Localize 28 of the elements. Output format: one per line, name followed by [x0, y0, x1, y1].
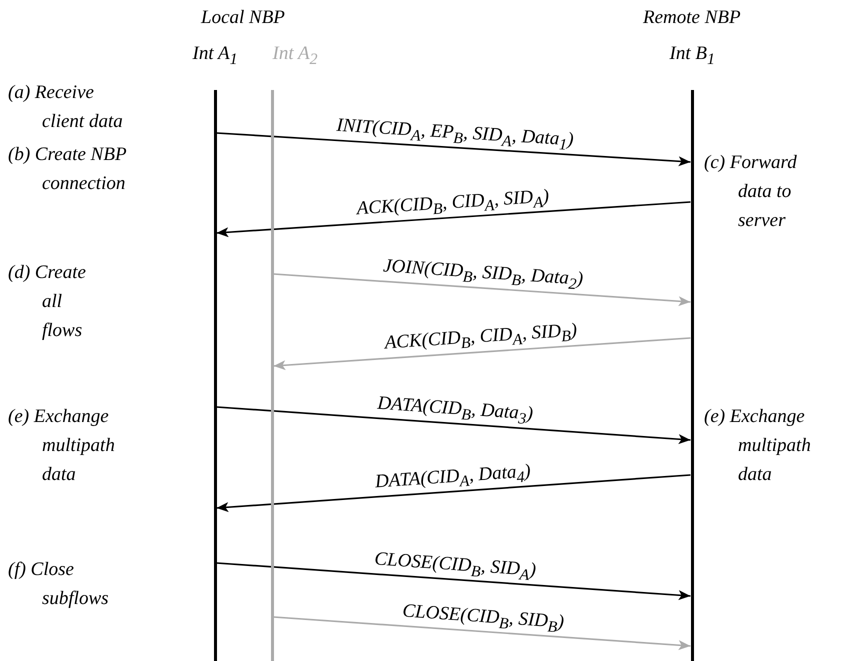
- message-arrow: [216, 474, 691, 512]
- step-note: (a) Receive client data: [8, 81, 124, 134]
- participant-label: Remote NBP: [643, 6, 741, 30]
- lifeline: [270, 90, 274, 661]
- step-note: (e) Exchange multipath data: [704, 405, 812, 487]
- lifeline: [214, 90, 216, 661]
- message-arrow: [216, 406, 691, 444]
- participant-label: Local NBP: [201, 6, 285, 30]
- message-label: JOIN(CID$_{B}$, SID$_{B}$, Data$_{2}$): [382, 255, 584, 296]
- message-label: CLOSE(CID$_{B}$, SID$_{B}$): [401, 600, 565, 638]
- message-arrow: [273, 616, 691, 650]
- participant-label: Int B$_{1}$: [670, 42, 715, 70]
- participant-label: Int A$_{1}$: [192, 42, 238, 70]
- step-note: (c) Forward data to server: [704, 151, 798, 233]
- step-note: (d) Create all flows: [8, 261, 87, 343]
- message-arrow: [216, 132, 691, 166]
- message-arrow: [273, 273, 691, 306]
- step-note: (f) Close subflows: [8, 558, 110, 611]
- message-arrow: [216, 201, 691, 238]
- step-note: (b) Create NBP connection: [8, 143, 128, 196]
- message-label: INIT(CID$_{A}$, EP$_{B}$, SID$_{A}$, Data$_{1}$): [334, 114, 574, 156]
- message-arrow: [273, 337, 691, 370]
- lifeline: [690, 90, 694, 661]
- message-label: CLOSE(CID$_{B}$, SID$_{A}$): [372, 548, 536, 586]
- participant-label: Int A$_{2}$: [272, 42, 318, 70]
- step-note: (e) Exchange multipath data: [8, 405, 116, 487]
- message-arrow: [216, 562, 691, 600]
- message-label: DATA(CID$_{B}$, Data$_{3}$): [376, 392, 534, 430]
